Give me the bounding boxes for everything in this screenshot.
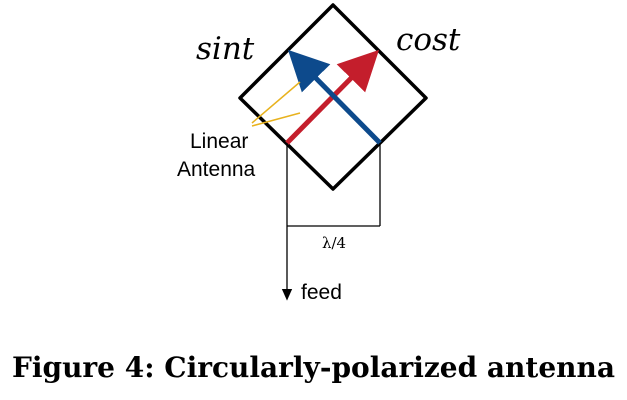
sin-label: sint: [196, 31, 255, 67]
linear-antenna-label-line2: Antenna: [177, 158, 256, 181]
cos-label: cost: [396, 22, 461, 58]
sin-antenna-arrow: [287, 49, 382, 145]
spacing-label: λ/4: [322, 234, 346, 252]
cos-antenna-arrow: [285, 49, 380, 145]
pointer-line-lower: [251, 112, 301, 127]
feed-label: feed: [301, 281, 342, 304]
antenna-square: [238, 3, 428, 191]
pointer-line-upper: [251, 81, 301, 124]
figure-caption: Figure 4: Circularly-polarized antenna: [11, 351, 616, 384]
linear-antenna-label-line1: Linear: [190, 130, 248, 153]
